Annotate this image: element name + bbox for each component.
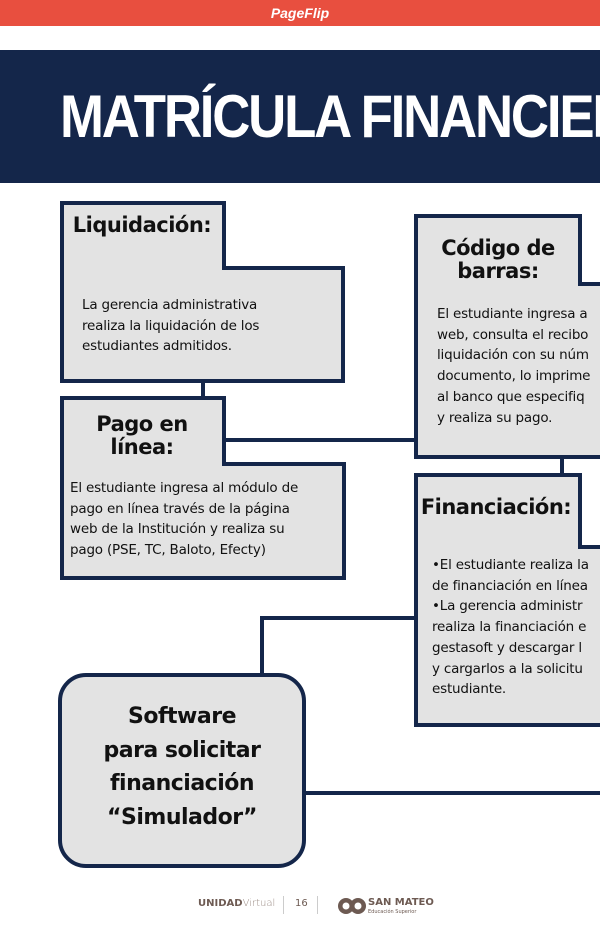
title-line: línea: <box>110 435 174 459</box>
text-line: web de la Institución y realiza su <box>70 521 285 538</box>
liquidacion-text: La gerencia administrativa realiza la li… <box>82 295 259 357</box>
footer-brand: UNIDADVirtual <box>198 898 275 909</box>
title-line: Software <box>128 704 237 729</box>
san-mateo-logo-icon <box>338 898 366 914</box>
text-line: de financiación en línea <box>432 577 588 594</box>
liquidacion-title: Liquidación: <box>72 213 212 237</box>
financiacion-title: Financiación: <box>420 495 572 519</box>
pago-title: Pago en línea: <box>66 413 218 459</box>
text-line: al banco que especifiq <box>437 388 585 405</box>
text-line: documento, lo imprime <box>437 368 591 385</box>
pago-text: El estudiante ingresa al módulo de pago … <box>70 478 298 561</box>
text-line: •La gerencia administr <box>432 598 583 615</box>
text-line: gestasoft y descargar l <box>432 639 582 656</box>
text-line: y realiza su pago. <box>437 409 553 426</box>
logo-sub: Educación Superior <box>368 909 417 915</box>
title-line: para solicitar <box>103 737 261 763</box>
text-line: y cargarlos a la solicitu <box>432 660 583 677</box>
text-line: liquidación con su núm <box>437 347 589 364</box>
connector <box>260 616 416 675</box>
box-liquidacion <box>60 201 345 383</box>
box-software <box>58 673 306 868</box>
topbar: PageFlip <box>0 0 600 26</box>
brand-light: Virtual <box>242 898 276 909</box>
page-number: 16 <box>295 898 308 909</box>
title-banner: MATRÍCULA FINANCIERA <box>0 50 600 183</box>
divider <box>317 896 318 914</box>
page-title: MATRÍCULA FINANCIERA <box>60 83 600 150</box>
text-line: pago en línea través de la página <box>70 500 290 517</box>
box-pago <box>60 396 346 580</box>
text-line: pago (PSE, TC, Baloto, Efecty) <box>70 542 266 559</box>
text-line: estudiante. <box>432 681 507 698</box>
title-line: barras: <box>457 259 539 283</box>
title-line: financiación <box>109 771 255 796</box>
brand-bold: UNIDAD <box>198 898 243 909</box>
codigo-title: Código de barras: <box>420 237 576 283</box>
text-line: •El estudiante realiza la <box>432 557 589 573</box>
software-title: Software para solicitar financiación “Si… <box>62 700 302 834</box>
box-financiacion <box>414 473 600 727</box>
financiacion-text: •El estudiante realiza la de financiació… <box>432 555 589 700</box>
box-codigo <box>414 214 600 459</box>
text-line: El estudiante ingresa al módulo de <box>70 480 299 496</box>
text-line: La gerencia administrativa <box>82 297 258 313</box>
text-line: El estudiante ingresa a <box>437 306 588 322</box>
app-title: PageFlip <box>270 5 330 21</box>
text-line: web, consulta el recibo <box>437 326 589 343</box>
logo-name: SAN MATEO <box>368 897 434 908</box>
text-line: realiza la financiación e <box>432 619 587 636</box>
title-line: Pago en <box>96 412 188 436</box>
title-line: Código de <box>441 236 555 260</box>
text-line: realiza la liquidación de los <box>82 317 260 334</box>
text-line: estudiantes admitidos. <box>82 338 232 355</box>
title-line: “Simulador” <box>107 804 257 830</box>
divider <box>283 896 284 914</box>
codigo-text: El estudiante ingresa a web, consulta el… <box>437 304 590 428</box>
